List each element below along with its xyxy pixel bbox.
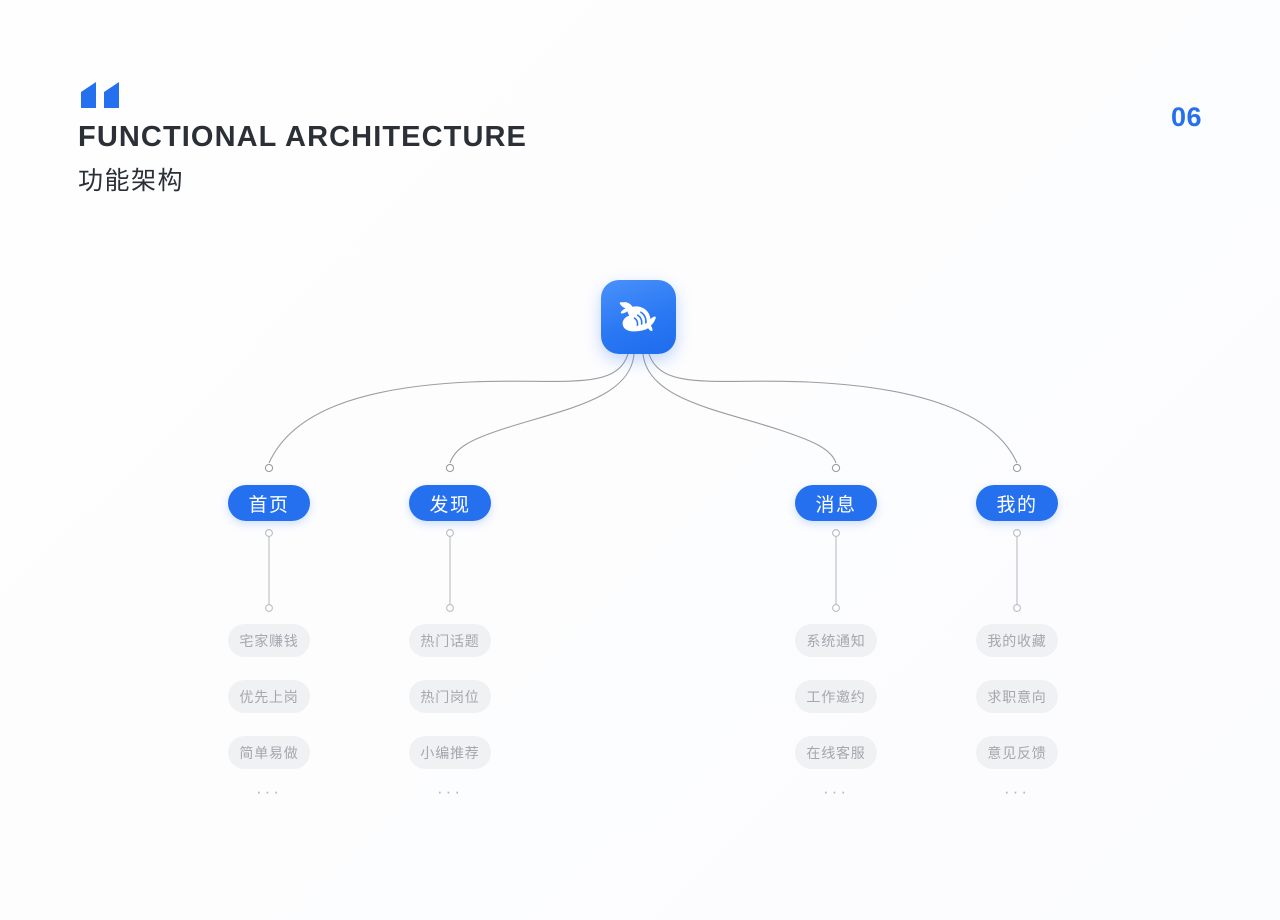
branch-pill-mine[interactable]: 我的 [976, 485, 1058, 521]
connector-root-to-branch-1 [449, 353, 635, 464]
connector-root-to-branch-0 [268, 353, 629, 464]
leaf-chip[interactable]: 我的收藏 [976, 624, 1058, 657]
connector-root-to-branch-3 [648, 353, 1018, 464]
leaf-chip[interactable]: 工作邀约 [795, 680, 877, 713]
branch-pill-discover[interactable]: 发现 [409, 485, 491, 521]
page-title-en: FUNCTIONAL ARCHITECTURE [78, 121, 527, 153]
leaf-chip[interactable]: 求职意向 [976, 680, 1058, 713]
leaf-more-ellipsis: ··· [256, 781, 282, 801]
leaf-more-ellipsis: ··· [437, 781, 463, 801]
connector-endpoint-branch-1 [445, 463, 455, 473]
stem-bottom-dot-branch-1 [446, 604, 454, 612]
connector-endpoint-branch-0 [264, 463, 274, 473]
leaf-chip[interactable]: 意见反馈 [976, 736, 1058, 769]
page-title-cn: 功能架构 [78, 167, 185, 196]
stem-bottom-dot-branch-2 [832, 604, 840, 612]
leaf-chip[interactable]: 在线客服 [795, 736, 877, 769]
page-number: 06 [1170, 102, 1202, 132]
stem-top-dot-branch-3 [1013, 529, 1021, 537]
leaf-chip[interactable]: 简单易做 [228, 736, 310, 769]
stem-bottom-dot-branch-0 [265, 604, 273, 612]
leaf-chip[interactable]: 热门话题 [409, 624, 491, 657]
whale-logo-icon [614, 297, 664, 337]
leaf-chip[interactable]: 小编推荐 [409, 736, 491, 769]
connector-root-to-branch-2 [642, 353, 837, 464]
stem-top-dot-branch-1 [446, 529, 454, 537]
stem-top-dot-branch-0 [265, 529, 273, 537]
root-app-logo[interactable] [601, 280, 676, 354]
leaf-chip[interactable]: 宅家赚钱 [228, 624, 310, 657]
leaf-more-ellipsis: ··· [1004, 781, 1030, 801]
leaf-chip[interactable]: 热门岗位 [409, 680, 491, 713]
stem-bottom-dot-branch-3 [1013, 604, 1021, 612]
slide-header: FUNCTIONAL ARCHITECTURE 功能架构 06 [78, 82, 1202, 196]
leaf-chip[interactable]: 系统通知 [795, 624, 877, 657]
branch-pill-home[interactable]: 首页 [228, 485, 310, 521]
leaf-more-ellipsis: ··· [823, 781, 849, 801]
connector-endpoint-branch-3 [1012, 463, 1022, 473]
quote-mark-icon [78, 82, 122, 108]
connector-endpoint-branch-2 [831, 463, 841, 473]
stem-top-dot-branch-2 [832, 529, 840, 537]
leaf-chip[interactable]: 优先上岗 [228, 680, 310, 713]
branch-pill-messages[interactable]: 消息 [795, 485, 877, 521]
